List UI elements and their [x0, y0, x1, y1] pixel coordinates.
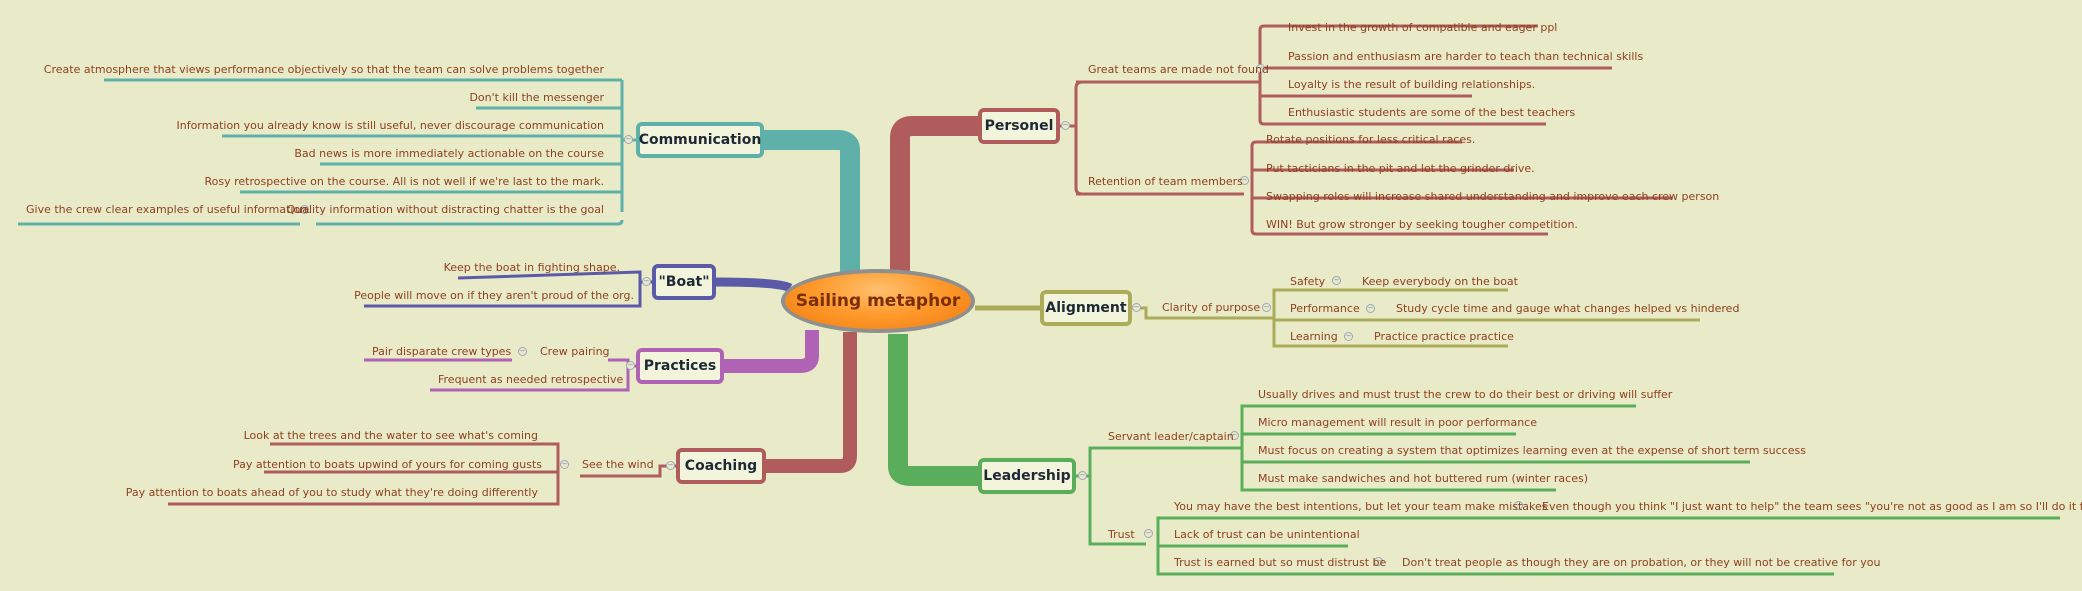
leadership-connectors — [1064, 404, 2060, 576]
collapse-toggle-icon[interactable]: − — [518, 347, 527, 356]
collapse-toggle-icon[interactable]: − — [1262, 303, 1271, 312]
collapse-toggle-icon[interactable]: − — [560, 460, 569, 469]
node-boat-label: "Boat" — [658, 274, 710, 290]
node-communication[interactable]: Communication — [636, 122, 764, 158]
communication-item[interactable]: Rosy retrospective on the course. All is… — [204, 175, 604, 188]
collapse-toggle-icon[interactable]: − — [1078, 471, 1087, 480]
coaching-item[interactable]: Look at the trees and the water to see w… — [243, 429, 538, 442]
node-communication-label: Communication — [638, 132, 762, 148]
collapse-toggle-icon[interactable]: − — [624, 135, 633, 144]
node-alignment[interactable]: Alignment — [1040, 290, 1132, 326]
personel-underlines — [1076, 24, 1672, 236]
leadership-trust-sub[interactable]: Even though you think "I just want to he… — [1542, 500, 2082, 513]
leadership-trust[interactable]: Trust — [1108, 528, 1135, 541]
trunk-coaching — [766, 332, 857, 473]
communication-item[interactable]: Create atmosphere that views performance… — [43, 63, 604, 76]
trunk-communication — [762, 130, 860, 272]
collapse-toggle-icon[interactable]: − — [300, 205, 309, 214]
collapse-toggle-icon[interactable]: − — [1256, 64, 1265, 73]
personel-great-item[interactable]: Enthusiastic students are some of the be… — [1288, 106, 1576, 119]
practices-pairing-sub[interactable]: Pair disparate crew types — [372, 345, 512, 358]
boat-item[interactable]: Keep the boat in fighting shape. — [443, 261, 620, 274]
trunk-personel — [890, 116, 980, 272]
collapse-toggle-icon[interactable]: − — [666, 461, 675, 470]
collapse-toggle-icon[interactable]: − — [1366, 304, 1375, 313]
alignment-clarity[interactable]: Clarity of purpose — [1162, 301, 1261, 314]
alignment-safety-sub[interactable]: Keep everybody on the boat — [1362, 275, 1518, 288]
coaching-see-wind[interactable]: See the wind — [582, 458, 654, 471]
collapse-toggle-icon[interactable]: − — [642, 277, 651, 286]
collapse-toggle-icon[interactable]: − — [1144, 529, 1153, 538]
collapse-toggle-icon[interactable]: − — [1344, 332, 1353, 341]
alignment-learning-sub[interactable]: Practice practice practice — [1374, 330, 1514, 343]
node-practices[interactable]: Practices — [636, 348, 724, 384]
leadership-trust-sub[interactable]: Don't treat people as though they are on… — [1402, 556, 1881, 569]
communication-connectors — [18, 78, 636, 226]
personel-great-item[interactable]: Invest in the growth of compatible and e… — [1288, 21, 1558, 34]
personel-great-item[interactable]: Passion and enthusiasm are harder to tea… — [1288, 50, 1644, 63]
personel-great-item[interactable]: Loyalty is the result of building relati… — [1288, 78, 1536, 91]
node-practices-label: Practices — [643, 358, 717, 374]
collapse-toggle-icon[interactable]: − — [1332, 276, 1341, 285]
collapse-toggle-icon[interactable]: − — [1132, 303, 1141, 312]
leadership-servant-item[interactable]: Must focus on creating a system that opt… — [1258, 444, 1806, 457]
personel-retention-item[interactable]: Rotate positions for less critical races… — [1266, 133, 1476, 146]
collapse-toggle-icon[interactable]: − — [626, 361, 635, 370]
practices-pairing[interactable]: Crew pairing — [540, 345, 610, 358]
alignment-safety[interactable]: Safety — [1290, 275, 1326, 288]
collapse-toggle-icon[interactable]: − — [1514, 501, 1523, 510]
communication-item[interactable]: Bad news is more immediately actionable … — [294, 147, 604, 160]
trunk-boat — [713, 277, 793, 293]
trunk-leadership — [888, 334, 980, 486]
coaching-item[interactable]: Pay attention to boats ahead of you to s… — [125, 486, 538, 499]
personel-connectors — [1060, 24, 1284, 236]
node-coaching-label: Coaching — [684, 458, 758, 474]
collapse-toggle-icon[interactable]: − — [1230, 431, 1239, 440]
personel-great-teams[interactable]: Great teams are made not found — [1088, 63, 1269, 76]
coaching-item[interactable]: Pay attention to boats upwind of yours f… — [233, 458, 542, 471]
node-leadership[interactable]: Leadership — [978, 458, 1076, 494]
central-topic-label: Sailing metaphor — [795, 291, 961, 311]
node-personel-label: Personel — [984, 118, 1054, 134]
boat-item[interactable]: People will move on if they aren't proud… — [354, 289, 634, 302]
communication-item[interactable]: Quality information without distracting … — [286, 203, 604, 216]
collapse-toggle-icon[interactable]: − — [1061, 121, 1070, 130]
alignment-performance-sub[interactable]: Study cycle time and gauge what changes … — [1396, 302, 1740, 315]
collapse-toggle-icon[interactable]: − — [1374, 557, 1383, 566]
collapse-toggle-icon[interactable]: − — [1240, 176, 1249, 185]
communication-sub-item[interactable]: Give the crew clear examples of useful i… — [26, 203, 311, 216]
leadership-trust-item[interactable]: Trust is earned but so must distrust be — [1174, 556, 1387, 569]
communication-item[interactable]: Don't kill the messenger — [469, 91, 604, 104]
node-personel[interactable]: Personel — [978, 108, 1060, 144]
communication-item[interactable]: Information you already know is still us… — [176, 119, 604, 132]
node-boat[interactable]: "Boat" — [652, 264, 716, 300]
leadership-servant-item[interactable]: Usually drives and must trust the crew t… — [1258, 388, 1673, 401]
alignment-performance[interactable]: Performance — [1290, 302, 1360, 315]
node-alignment-label: Alignment — [1045, 300, 1127, 316]
node-leadership-label: Leadership — [983, 468, 1071, 484]
leadership-trust-item[interactable]: Lack of trust can be unintentional — [1174, 528, 1360, 541]
leadership-trust-item[interactable]: You may have the best intentions, but le… — [1174, 500, 1548, 513]
personel-retention-item[interactable]: Put tacticians in the pit and let the gr… — [1266, 162, 1535, 175]
trunk-practices — [722, 330, 819, 373]
node-coaching[interactable]: Coaching — [676, 448, 766, 484]
leadership-servant-item[interactable]: Micro management will result in poor per… — [1258, 416, 1537, 429]
practices-retro[interactable]: Frequent as needed retrospective — [438, 373, 624, 386]
personel-retention-item[interactable]: Swapping roles will increase shared unde… — [1266, 190, 1720, 203]
central-topic[interactable]: Sailing metaphor — [781, 269, 975, 333]
personel-retention-item[interactable]: WIN! But grow stronger by seeking toughe… — [1266, 218, 1578, 231]
personel-retention[interactable]: Retention of team members — [1088, 175, 1243, 188]
alignment-learning[interactable]: Learning — [1290, 330, 1338, 343]
leadership-servant[interactable]: Servant leader/captain — [1108, 430, 1234, 443]
leadership-servant-item[interactable]: Must make sandwiches and hot buttered ru… — [1258, 472, 1588, 485]
